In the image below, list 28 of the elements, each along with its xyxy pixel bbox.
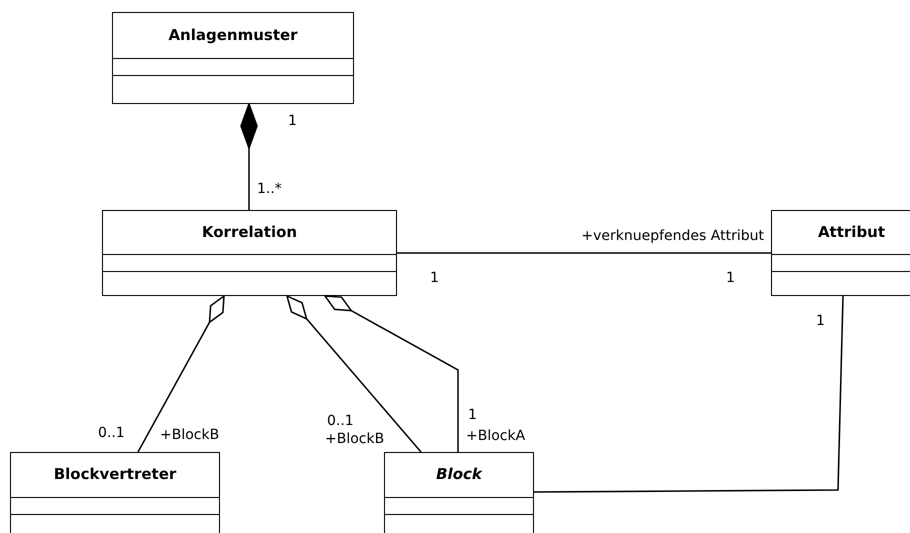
class-name: Attribut <box>816 222 886 240</box>
multiplicity: 1 <box>288 113 297 130</box>
association-line <box>397 252 771 254</box>
class-name: Korrelation <box>200 222 298 240</box>
class-box <box>384 452 534 533</box>
class-box <box>10 452 220 533</box>
association-line <box>240 103 258 210</box>
multiplicity: 1 <box>726 270 735 287</box>
association-line <box>286 295 422 452</box>
role-name: +BlockB <box>160 427 220 444</box>
multiplicity: 1..* <box>257 181 282 198</box>
role-name: +BlockB <box>325 431 384 448</box>
class-box <box>102 210 397 296</box>
association-line <box>324 295 459 452</box>
class-name: Blockvertreter <box>52 465 178 483</box>
class-name: Anlagenmuster <box>167 26 299 44</box>
association-line <box>534 296 844 493</box>
class-name: Block <box>435 465 484 483</box>
multiplicity: 0..1 <box>98 425 125 442</box>
multiplicity: 1 <box>468 407 477 424</box>
multiplicity: 0..1 <box>327 413 354 430</box>
role-name: +verknuepfendes Attribut <box>581 228 764 245</box>
class-box <box>771 210 910 296</box>
class-box <box>112 12 354 104</box>
association-line <box>137 295 225 452</box>
multiplicity: 1 <box>430 270 439 287</box>
multiplicity: 1 <box>816 313 825 330</box>
role-name: +BlockA <box>466 428 526 445</box>
